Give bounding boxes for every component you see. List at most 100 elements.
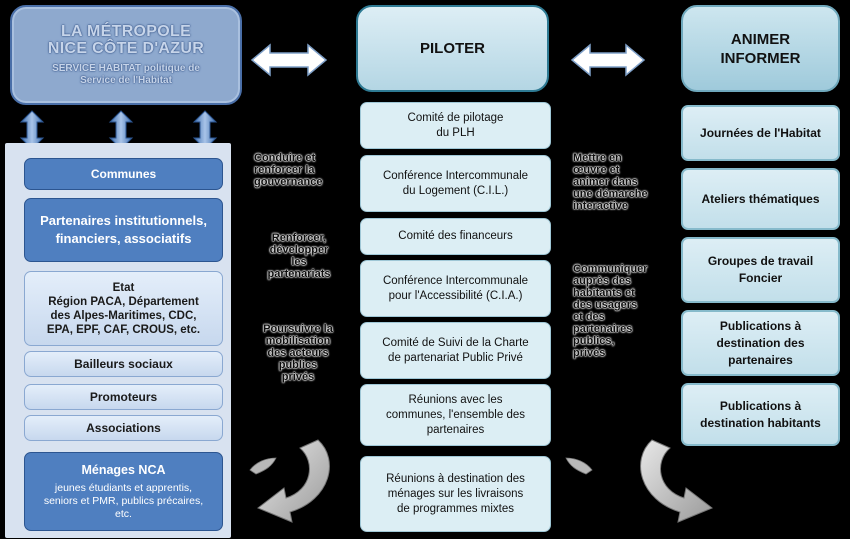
communiquer-text-line: et des	[573, 311, 605, 323]
mobilisation-text: Poursuivre la mobilisation des acteurs p…	[248, 323, 348, 383]
reunions-communes-line: communes, l'ensemble des	[386, 408, 525, 421]
partenariats-text-line: partenariats	[267, 268, 331, 280]
informer-title: INFORMER	[720, 49, 801, 67]
publications-habitants-box: Publications à destination habitants	[681, 383, 840, 446]
communiquer-text-line: partenaires	[573, 323, 633, 335]
reunions-communes-line: Réunions avec les	[408, 393, 503, 406]
metropole-header: LA MÉTROPOLE NICE CÔTE D'AZUR SERVICE HA…	[10, 5, 242, 105]
metropole-title-line-2: NICE CÔTE D'AZUR	[47, 40, 205, 57]
etat-line-3: des Alpes-Maritimes, CDC,	[50, 309, 197, 322]
gouvernance-text-line: renforcer la	[254, 164, 315, 176]
reunions-menages-line: ménages sur les livraisons	[387, 487, 524, 500]
piloter-title: PILOTER	[419, 40, 485, 57]
metropole-subtitle-line-2: Service de l'Habitat	[80, 75, 172, 86]
animer-text-line: une démarche	[573, 188, 648, 200]
cia-line: Conférence Intercommunale	[382, 274, 529, 287]
etat-line-1: Etat	[112, 281, 135, 294]
partenaires-box: Partenaires institutionnels, financiers,…	[24, 198, 223, 262]
partenariats-text: Renforcer, développer les partenariats	[254, 232, 344, 280]
comite-pilotage-line: Comité de pilotage	[407, 111, 504, 124]
etat-line-2: Région PACA, Département	[48, 295, 199, 308]
mobilisation-text-line: Poursuivre la	[263, 323, 333, 335]
communiquer-text-line: des usagers	[573, 299, 638, 311]
journees-habitat-box: Journées de l'Habitat	[681, 105, 840, 161]
communes-label: Communes	[90, 166, 157, 181]
publications-partenaires-box: Publications à destination des partenair…	[681, 310, 840, 376]
cil-line: du Logement (C.I.L.)	[402, 184, 509, 197]
menages-line-2: seniors et PMR, publics précaires,	[43, 494, 204, 507]
gouvernance-text-line: Conduire et	[254, 152, 316, 164]
curved-arrow-right-icon	[249, 439, 330, 523]
menages-box: Ménages NCA jeunes étudiants et apprenti…	[24, 452, 223, 531]
mobilisation-text-line: publics	[278, 359, 318, 371]
menages-title: Ménages NCA	[81, 462, 166, 477]
promoteurs-box: Promoteurs	[24, 384, 223, 410]
menages-line-3: etc.	[115, 507, 132, 520]
cia-line: pour l'Accessibilité (C.I.A.)	[388, 289, 523, 302]
communes-box: Communes	[24, 158, 223, 190]
charte-line: de partenariat Public Privé	[388, 351, 523, 364]
mobilisation-text-line: des acteurs	[267, 347, 329, 359]
partenaires-line-2: financiers, associatifs	[55, 231, 192, 246]
animer-text-line: interactive	[573, 200, 629, 212]
communiquer-text-line: habitants et	[573, 287, 635, 299]
double-arrow-icon	[250, 43, 328, 77]
communiquer-text-line: publics,	[573, 335, 615, 347]
animer-text: Mettre en œuvre et animer dans une démar…	[573, 152, 673, 212]
mobilisation-text-line: privés	[281, 371, 315, 383]
curved-arrow-left-icon	[565, 439, 713, 523]
bailleurs-box: Bailleurs sociaux	[24, 351, 223, 377]
animer-text-line: animer dans	[573, 176, 638, 188]
reunions-menages-line: Réunions à destination des	[386, 472, 525, 485]
comite-financeurs-label: Comité des financeurs	[398, 230, 513, 242]
partenaires-line-1: Partenaires institutionnels,	[40, 213, 207, 228]
groupes-travail-line: Groupes de travail	[707, 254, 814, 268]
bailleurs-label: Bailleurs sociaux	[74, 356, 173, 371]
charte-line: Comité de Suivi de la Charte	[382, 336, 529, 349]
animer-informer-header: ANIMER INFORMER	[681, 5, 840, 92]
animer-text-line: œuvre et	[573, 164, 620, 176]
communiquer-text-line: privés	[573, 347, 606, 359]
piloter-header: PILOTER	[356, 5, 549, 92]
journees-habitat-label: Journées de l'Habitat	[700, 125, 821, 140]
publications-partenaires-line: Publications à	[719, 318, 802, 333]
mobilisation-text-line: mobilisation	[265, 335, 331, 347]
publications-habitants-line: destination habitants	[700, 415, 821, 430]
associations-label: Associations	[86, 420, 161, 435]
publications-partenaires-line: destination des	[716, 335, 805, 350]
cil-box: Conférence Intercommunale du Logement (C…	[360, 155, 551, 212]
cia-box: Conférence Intercommunale pour l'Accessi…	[360, 260, 551, 317]
partenariats-text-line: développer	[269, 244, 329, 256]
ateliers-box: Ateliers thématiques	[681, 168, 840, 230]
animer-text-line: Mettre en	[573, 152, 622, 164]
promoteurs-label: Promoteurs	[89, 389, 158, 404]
charte-box: Comité de Suivi de la Charte de partenar…	[360, 322, 551, 379]
gouvernance-text-line: gouvernance	[254, 176, 323, 188]
animer-title: ANIMER	[730, 30, 791, 48]
etat-box: Etat Région PACA, Département des Alpes-…	[24, 271, 223, 346]
reunions-communes-box: Réunions avec les communes, l'ensemble d…	[360, 384, 551, 446]
comite-pilotage-box: Comité de pilotage du PLH	[360, 102, 551, 149]
publications-partenaires-line: partenaires	[728, 352, 793, 367]
reunions-menages-box: Réunions à destination des ménages sur l…	[360, 456, 551, 532]
reunions-communes-line: partenaires	[426, 423, 485, 436]
communiquer-text-line: auprès des	[573, 275, 632, 287]
menages-line-1: jeunes étudiants et apprentis,	[54, 481, 193, 494]
communiquer-text-line: Communiquer	[573, 263, 648, 275]
groupes-travail-line: Foncier	[738, 271, 783, 285]
groupes-travail-box: Groupes de travail Foncier	[681, 237, 840, 303]
communiquer-text: Communiquer auprès des habitants et des …	[573, 263, 673, 359]
reunions-menages-line: de programmes mixtes	[397, 502, 514, 515]
etat-line-4: EPA, EPF, CAF, CROUS, etc.	[46, 323, 201, 336]
publications-habitants-line: Publications à	[719, 398, 802, 413]
associations-box: Associations	[24, 415, 223, 441]
metropole-title-line-1: LA MÉTROPOLE	[60, 23, 192, 40]
comite-financeurs-box: Comité des financeurs	[360, 218, 551, 255]
ateliers-label: Ateliers thématiques	[701, 191, 820, 206]
metropole-subtitle-line-1: SERVICE HABITAT politique de	[52, 63, 200, 74]
partenariats-text-line: Renforcer,	[271, 232, 327, 244]
comite-pilotage-line: du PLH	[436, 126, 475, 139]
gouvernance-text: Conduire et renforcer la gouvernance	[254, 152, 344, 188]
cil-line: Conférence Intercommunale	[382, 169, 529, 182]
